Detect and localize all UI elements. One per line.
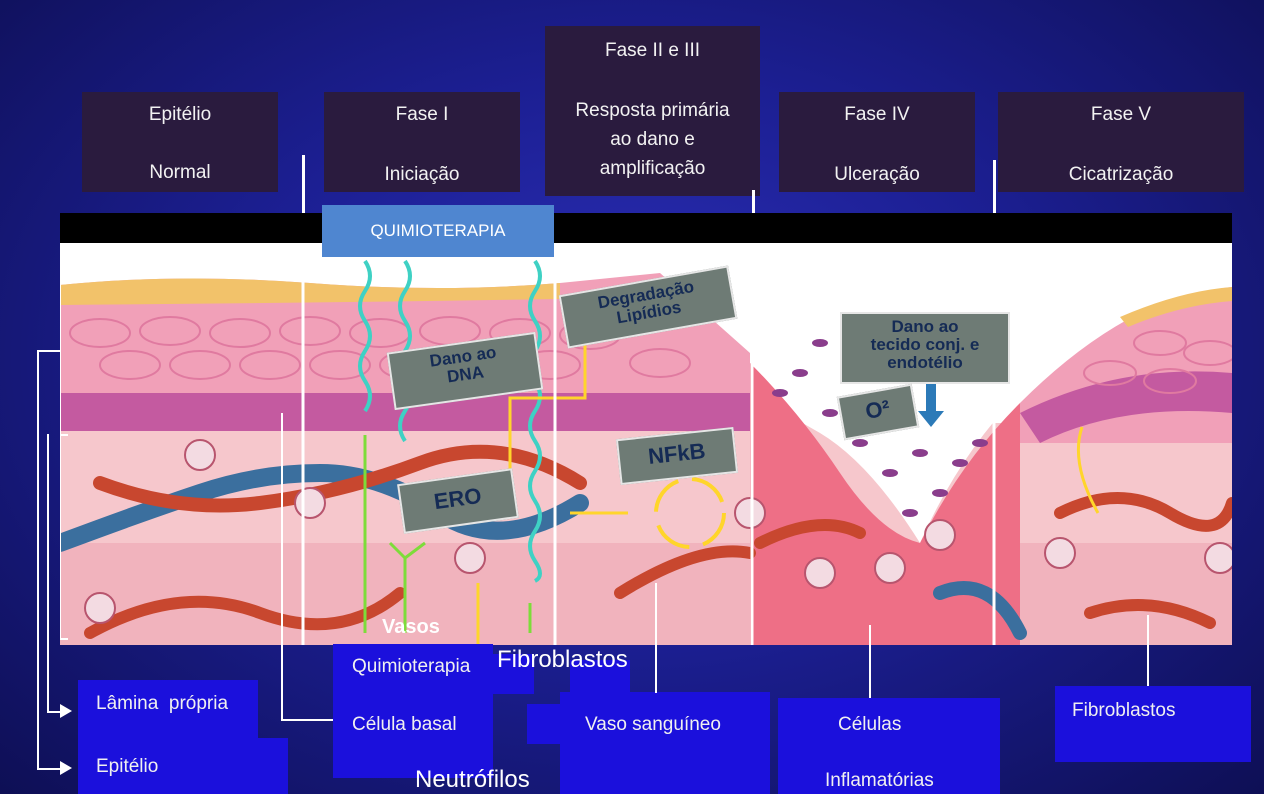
pointer-line (37, 350, 39, 770)
header-fase4-line2: Ulceração (779, 164, 975, 186)
header-epitelio-line1: Epitélio (82, 104, 278, 126)
pointer-line (281, 645, 283, 720)
tissue-illustration (60, 213, 1232, 645)
pointer-line (37, 768, 61, 770)
header-fase5-line1: Fase V (998, 104, 1244, 126)
vasos-label: Vasos (382, 616, 440, 639)
arrow-tip (60, 704, 72, 718)
fibroblastos-box (1055, 686, 1251, 762)
pointer-line (869, 645, 871, 698)
header-fase5-line2: Cicatrização (998, 164, 1244, 186)
header-fase23-line3: ao dano e (545, 129, 760, 151)
pointer-line (281, 719, 333, 721)
divider-line (752, 190, 755, 213)
nfkb-label: NFkB (647, 438, 707, 469)
neutrofilos-label: Neutrófilos (415, 766, 530, 794)
inflamatorias-label: Inflamatórias (825, 770, 934, 792)
header-fase23-line2: Resposta primária (545, 100, 760, 122)
dano-tecido-line2: tecido conj. e (842, 336, 1008, 354)
header-fase5: Fase V Cicatrização (998, 92, 1244, 192)
dano-tecido-line1: Dano ao (842, 318, 1008, 336)
dano-tecido-line3: endotélio (842, 354, 1008, 372)
celula-basal-label: Célula basal (352, 714, 457, 736)
o2-arrow (926, 381, 936, 411)
divider-line (302, 155, 305, 213)
header-fase1-line2: Iniciação (324, 164, 520, 186)
vaso-sanguineo-label: Vaso sanguíneo (585, 714, 721, 736)
pointer-line (655, 645, 657, 693)
ero-label: ERO (432, 483, 483, 514)
header-epitelio: Epitélio Normal (82, 92, 278, 192)
pointer-line (1147, 645, 1149, 686)
dano-tecido-tag: Dano ao tecido conj. e endotélio (840, 312, 1010, 384)
tissue-scene (60, 213, 1232, 645)
header-fase1-line1: Fase I (324, 104, 520, 126)
vaso-sanguineo-box (560, 692, 770, 794)
o2-label: O² (863, 395, 891, 424)
arrow-tip (60, 761, 72, 775)
lamina-propria-label: Lâmina própria (96, 693, 228, 715)
pointer-line (37, 350, 61, 352)
celulas-label: Células (838, 714, 901, 736)
divider-line (993, 160, 996, 213)
pointer-line (47, 434, 49, 712)
quimioterapia-label: Quimioterapia (352, 656, 470, 678)
header-fase23: Fase II e III Resposta primária ao dano … (545, 26, 760, 196)
pointer-line (47, 711, 61, 713)
fibroblastos-label: Fibroblastos (1072, 700, 1176, 722)
epitelio-label: Epitélio (96, 756, 158, 778)
header-fase4-line1: Fase IV (779, 104, 975, 126)
header-fase1: Fase I Iniciação (324, 92, 520, 192)
header-epitelio-line2: Normal (82, 162, 278, 184)
header-fase23-line1: Fase II e III (545, 40, 760, 62)
fibroblastos-big-label: Fibroblastos (497, 646, 628, 674)
header-fase4: Fase IV Ulceração (779, 92, 975, 192)
header-fase23-line4: amplificação (545, 158, 760, 180)
quimioterapia-tag: QUIMIOTERAPIA (322, 205, 554, 257)
